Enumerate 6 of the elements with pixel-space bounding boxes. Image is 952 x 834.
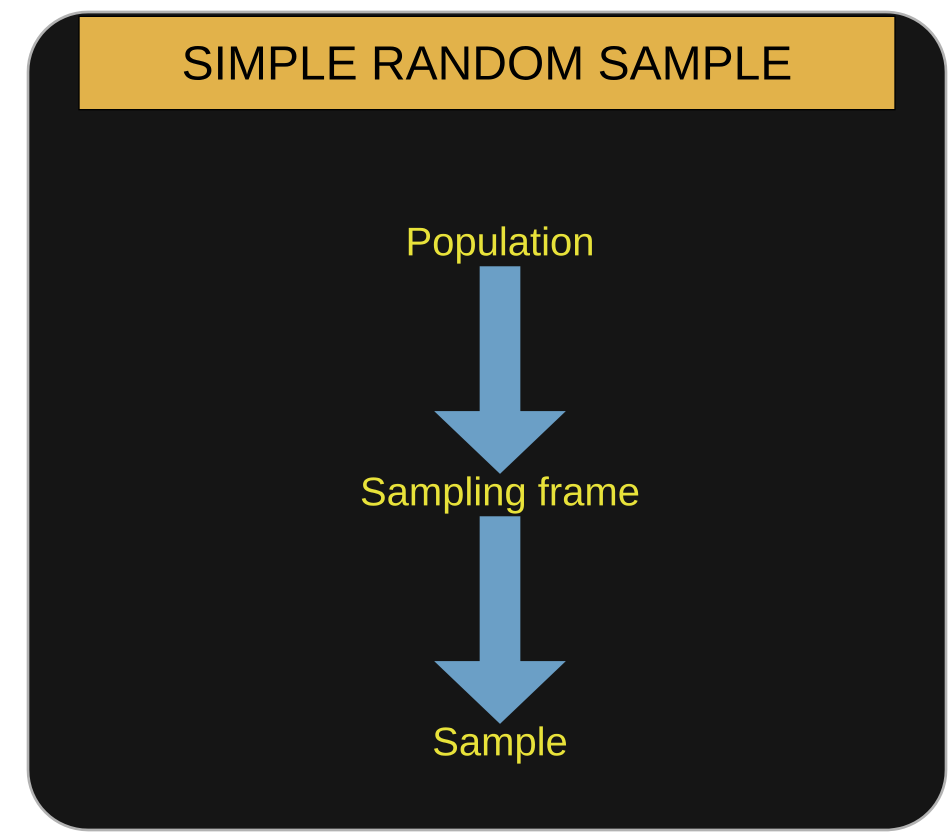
flow-label: Sampling frame: [362, 476, 638, 514]
title-banner: SIMPLE RANDOM SAMPLE: [78, 16, 896, 110]
flow-label: Population: [408, 226, 592, 264]
arrow: [434, 266, 566, 474]
arrow: [434, 516, 566, 724]
flow-label: Sample: [434, 726, 566, 764]
